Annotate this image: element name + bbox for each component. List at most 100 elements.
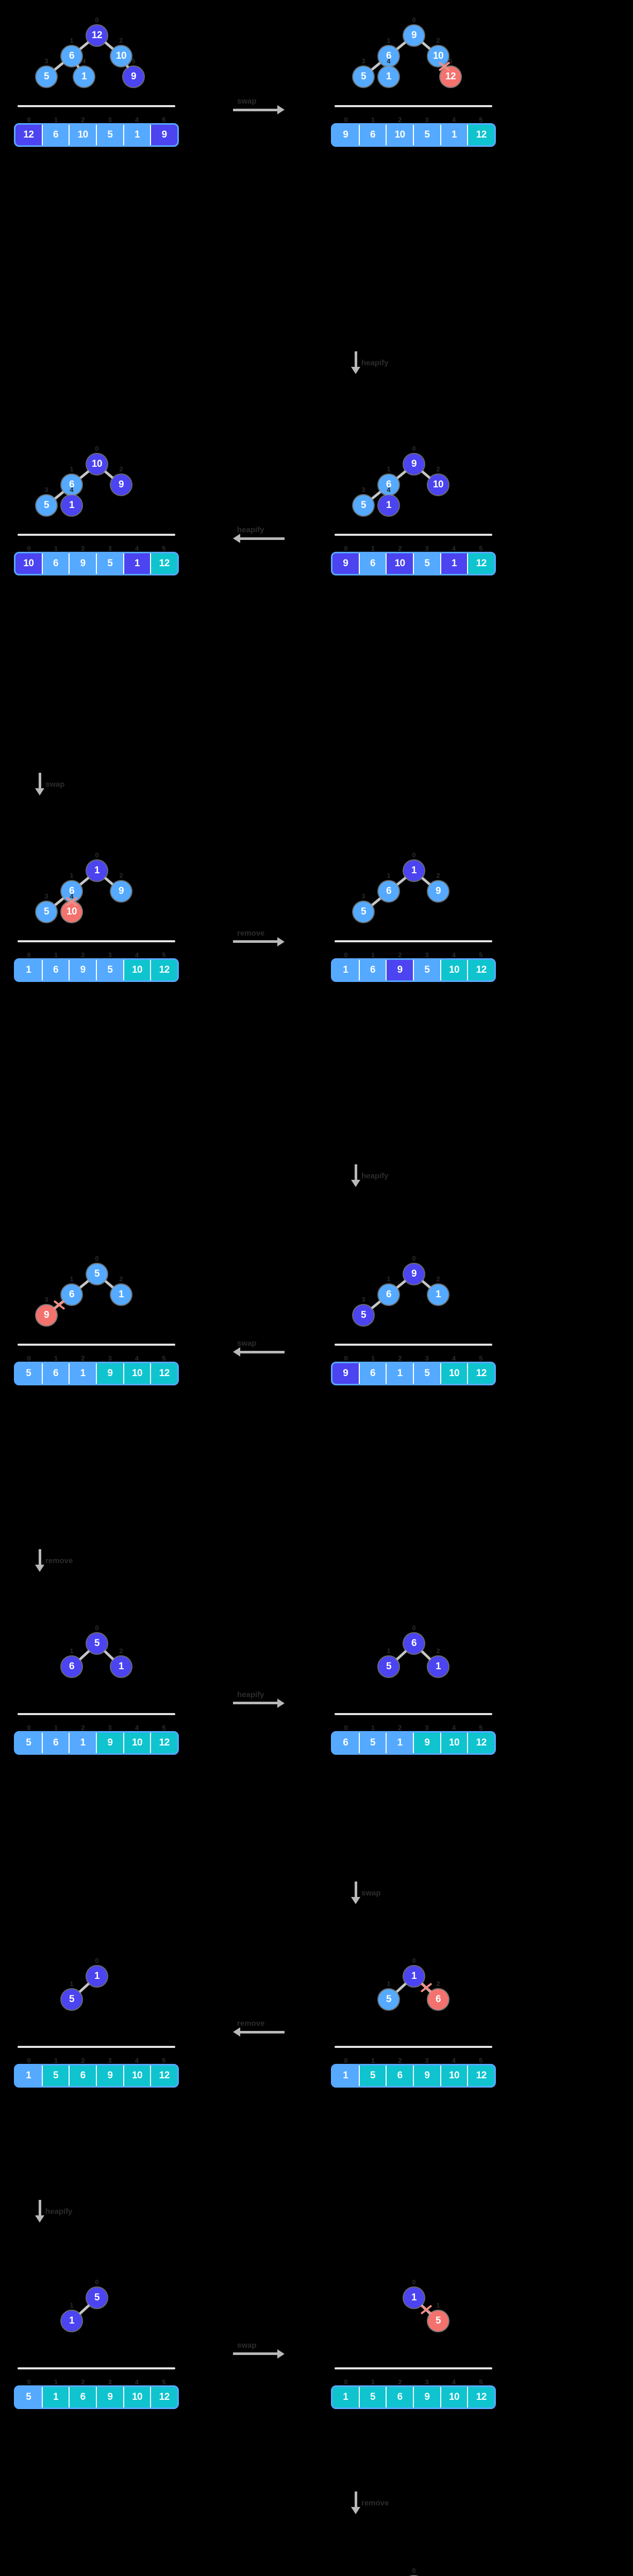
tree-node[interactable]: 5 (353, 495, 374, 516)
tree-node[interactable]: 6 (428, 1989, 448, 2010)
tree-node[interactable]: 1 (428, 1284, 448, 1305)
tree-node[interactable]: 5 (87, 1633, 107, 1654)
tree-node[interactable]: 1 (404, 860, 424, 882)
tree-node[interactable]: 5 (61, 1989, 82, 2010)
array-cell[interactable]: 9 (97, 1363, 124, 1384)
array-cell[interactable]: 9 (332, 1363, 360, 1384)
tree-node[interactable]: 5 (36, 66, 57, 87)
tree-node[interactable]: 5 (378, 1656, 399, 1677)
tree-node[interactable]: 5 (36, 902, 57, 923)
array-cell[interactable]: 5 (97, 960, 124, 981)
array-cell[interactable]: 12 (151, 960, 177, 981)
tree-node[interactable]: 1 (87, 860, 107, 882)
array-cell[interactable]: 12 (151, 553, 177, 574)
array-cell[interactable]: 10 (124, 2065, 152, 2086)
array-cell[interactable]: 12 (468, 2387, 494, 2408)
array-cell[interactable]: 6 (42, 960, 70, 981)
array-cell[interactable]: 12 (151, 2387, 177, 2408)
array-cell[interactable]: 6 (332, 1733, 360, 1754)
array-cell[interactable]: 9 (414, 2387, 441, 2408)
tree-node[interactable]: 10 (111, 45, 131, 66)
array-cell[interactable]: 6 (359, 1363, 387, 1384)
array-cell[interactable]: 1 (332, 2387, 360, 2408)
tree-node[interactable]: 6 (61, 45, 82, 66)
tree-node[interactable]: 9 (404, 25, 424, 46)
array-cell[interactable]: 10 (387, 553, 414, 574)
tree-node[interactable]: 6 (61, 881, 82, 902)
array-cell[interactable]: 12 (151, 2065, 177, 2086)
array-cell[interactable]: 9 (387, 960, 414, 981)
array-cell[interactable]: 5 (414, 1363, 441, 1384)
tree-node[interactable]: 5 (87, 2287, 107, 2309)
array-cell[interactable]: 5 (15, 1363, 43, 1384)
tree-node[interactable]: 1 (428, 1656, 448, 1677)
array-cell[interactable]: 9 (332, 553, 360, 574)
array-cell[interactable]: 10 (441, 1363, 469, 1384)
tree-node[interactable]: 9 (428, 881, 448, 902)
array-cell[interactable]: 5 (359, 2065, 387, 2086)
array-cell[interactable]: 10 (70, 124, 97, 145)
array-cell[interactable]: 9 (151, 124, 177, 145)
tree-node[interactable]: 1 (111, 1284, 131, 1305)
array-cell[interactable]: 10 (15, 553, 43, 574)
array-cell[interactable]: 12 (468, 124, 494, 145)
array-cell[interactable]: 6 (42, 1363, 70, 1384)
array-cell[interactable]: 10 (441, 1733, 469, 1754)
array-cell[interactable]: 5 (15, 1733, 43, 1754)
array-cell[interactable]: 9 (332, 124, 360, 145)
array-cell[interactable]: 6 (42, 553, 70, 574)
array-cell[interactable]: 10 (441, 2387, 469, 2408)
tree-node[interactable]: 1 (87, 1965, 107, 1987)
array-cell[interactable]: 6 (387, 2387, 414, 2408)
tree-node[interactable]: 1 (61, 495, 82, 516)
array-cell[interactable]: 9 (97, 2387, 124, 2408)
array-cell[interactable]: 10 (124, 960, 152, 981)
tree-node[interactable]: 6 (378, 881, 399, 902)
array-cell[interactable]: 1 (332, 960, 360, 981)
array-cell[interactable]: 1 (441, 124, 469, 145)
array-cell[interactable]: 9 (414, 1733, 441, 1754)
array-cell[interactable]: 9 (97, 1733, 124, 1754)
tree-node[interactable]: 1 (111, 1656, 131, 1677)
tree-node[interactable]: 1 (378, 66, 399, 87)
array-cell[interactable]: 1 (387, 1363, 414, 1384)
array-cell[interactable]: 12 (151, 1363, 177, 1384)
array-cell[interactable]: 10 (124, 1733, 152, 1754)
array-cell[interactable]: 5 (42, 2065, 70, 2086)
tree-node[interactable]: 12 (440, 66, 461, 87)
array-cell[interactable]: 6 (359, 124, 387, 145)
array-cell[interactable]: 1 (15, 960, 43, 981)
array-cell[interactable]: 10 (441, 2065, 469, 2086)
array-cell[interactable]: 6 (359, 960, 387, 981)
array-cell[interactable]: 9 (414, 2065, 441, 2086)
tree-node[interactable]: 9 (404, 1263, 424, 1284)
tree-node[interactable]: 12 (87, 25, 107, 46)
array-cell[interactable]: 5 (359, 2387, 387, 2408)
tree-node[interactable]: 9 (404, 454, 424, 475)
tree-node[interactable]: 10 (61, 902, 82, 923)
array-cell[interactable]: 1 (15, 2065, 43, 2086)
array-cell[interactable]: 9 (70, 553, 97, 574)
tree-node[interactable]: 1 (378, 495, 399, 516)
array-cell[interactable]: 1 (124, 553, 152, 574)
array-cell[interactable]: 6 (70, 2065, 97, 2086)
tree-node[interactable]: 6 (378, 45, 399, 66)
tree-node[interactable]: 6 (404, 1633, 424, 1654)
tree-node[interactable]: 6 (378, 474, 399, 496)
tree-node[interactable]: 5 (87, 1263, 107, 1284)
array-cell[interactable]: 6 (42, 1733, 70, 1754)
array-cell[interactable]: 5 (414, 553, 441, 574)
array-cell[interactable]: 12 (468, 2065, 494, 2086)
array-cell[interactable]: 9 (97, 2065, 124, 2086)
array-cell[interactable]: 5 (414, 960, 441, 981)
array-cell[interactable]: 12 (15, 124, 43, 145)
array-cell[interactable]: 1 (332, 2065, 360, 2086)
array-cell[interactable]: 10 (124, 1363, 152, 1384)
array-cell[interactable]: 1 (124, 124, 152, 145)
array-cell[interactable]: 1 (70, 1733, 97, 1754)
array-cell[interactable]: 9 (70, 960, 97, 981)
array-cell[interactable]: 12 (468, 1733, 494, 1754)
tree-node[interactable]: 10 (428, 45, 448, 66)
tree-node[interactable]: 9 (123, 66, 144, 87)
array-cell[interactable]: 6 (70, 2387, 97, 2408)
